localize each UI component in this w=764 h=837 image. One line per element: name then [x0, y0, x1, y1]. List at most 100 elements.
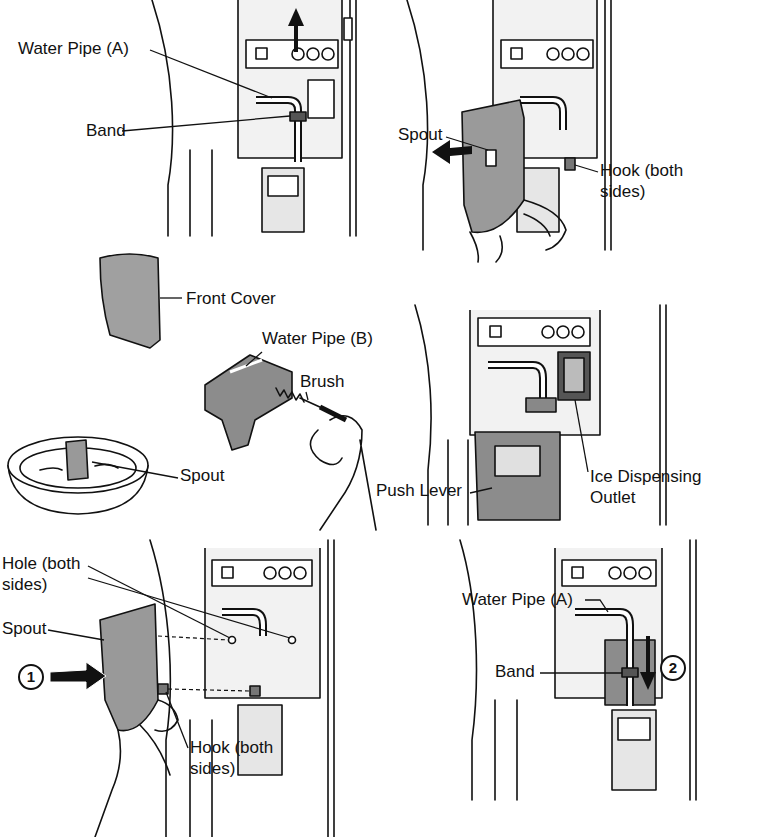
control-panel — [562, 560, 656, 586]
water-pipe — [520, 100, 563, 130]
machine-side — [690, 540, 696, 800]
lever-window — [495, 446, 540, 476]
water-pipe-core — [488, 365, 543, 398]
leader-line — [585, 600, 608, 612]
leader-line — [88, 578, 290, 638]
water-pipe-core — [575, 612, 630, 706]
leader-line — [540, 672, 622, 673]
dispense-recess — [238, 0, 342, 158]
panel-button — [562, 48, 574, 60]
part-label: Spout — [180, 465, 224, 486]
push-lever — [612, 710, 656, 790]
control-panel — [246, 40, 338, 68]
machine-side — [605, 0, 611, 250]
pipe-band — [290, 112, 306, 121]
spout-hole — [486, 150, 496, 166]
brush-bristles — [276, 388, 304, 402]
hand — [470, 200, 566, 262]
leader-line — [160, 297, 182, 298]
water-pipe-core — [256, 100, 298, 162]
part-label: Water Pipe (A) — [18, 38, 129, 59]
panel-button — [264, 567, 276, 579]
machine-side — [660, 305, 666, 525]
panel-square — [572, 567, 583, 578]
push-lever — [475, 432, 560, 520]
panel-button — [624, 567, 636, 579]
machine-leg — [495, 700, 517, 800]
bowl-rim — [8, 437, 148, 493]
move-arrowhead — [640, 672, 656, 690]
control-panel — [478, 318, 590, 346]
alignment-line — [168, 689, 250, 691]
move-arrow — [50, 662, 106, 690]
pipe-band — [622, 668, 638, 677]
panel-button — [322, 48, 334, 60]
leader-line — [92, 462, 178, 478]
machine-side — [328, 540, 334, 837]
dispense-recess — [205, 548, 320, 698]
lever-window — [618, 718, 650, 740]
leader-line — [246, 352, 262, 366]
panel-square — [222, 567, 233, 578]
ice-outlet-opening — [564, 358, 584, 392]
panel-button — [609, 567, 621, 579]
machine-handle — [344, 18, 352, 40]
spout-part — [462, 100, 524, 232]
hook — [565, 158, 575, 170]
hook — [250, 686, 260, 696]
panel-button — [279, 567, 291, 579]
move-arrow — [294, 24, 298, 52]
spout-part — [205, 355, 292, 450]
part-label: Front Cover — [186, 288, 276, 309]
hand — [95, 700, 178, 837]
panel-button — [307, 48, 319, 60]
pipe-holder — [526, 398, 556, 412]
brush-wire — [300, 398, 322, 408]
push-lever — [262, 168, 304, 232]
part-label: Water Pipe (A) — [462, 589, 573, 610]
water-pipe — [488, 365, 543, 398]
leader-line — [575, 400, 588, 472]
panel-button — [572, 326, 584, 338]
panel-button — [577, 48, 589, 60]
ice-outlet — [308, 80, 334, 118]
hand — [310, 416, 376, 530]
machine-leg — [190, 150, 212, 236]
panel-square — [256, 48, 267, 59]
water-pipe — [575, 612, 630, 706]
alignment-line — [158, 636, 229, 640]
leader-line — [48, 630, 104, 640]
dispense-recess — [470, 310, 600, 435]
water-pipe-core — [520, 100, 563, 130]
panel-button — [557, 326, 569, 338]
panel-button — [542, 326, 554, 338]
front-cover — [100, 254, 160, 348]
panel-button — [547, 48, 559, 60]
panel-square — [511, 48, 522, 59]
leader-line — [150, 50, 272, 98]
panel-button — [294, 567, 306, 579]
leader-line — [306, 392, 308, 400]
panel-button — [639, 567, 651, 579]
move-arrowhead — [288, 8, 304, 26]
machine-body — [460, 540, 476, 800]
spout-part — [100, 604, 158, 731]
leader-line — [470, 488, 492, 493]
leader-line — [166, 692, 188, 748]
water-pipe — [256, 100, 298, 162]
part-label: Brush — [300, 371, 344, 392]
control-panel — [212, 560, 312, 586]
leader-line — [575, 165, 598, 172]
lever-window — [268, 176, 298, 196]
part-label: Band — [86, 120, 126, 141]
part-label: Ice Dispensing Outlet — [590, 466, 710, 508]
leader-line — [446, 137, 488, 150]
machine-body — [152, 0, 173, 236]
control-panel — [501, 40, 593, 68]
ice-outlet — [558, 352, 590, 400]
callout-number: 1 — [18, 664, 44, 690]
part-label: Hook (both sides) — [600, 160, 700, 202]
move-arrow — [646, 636, 650, 674]
part-label: Push Lever — [376, 480, 462, 501]
